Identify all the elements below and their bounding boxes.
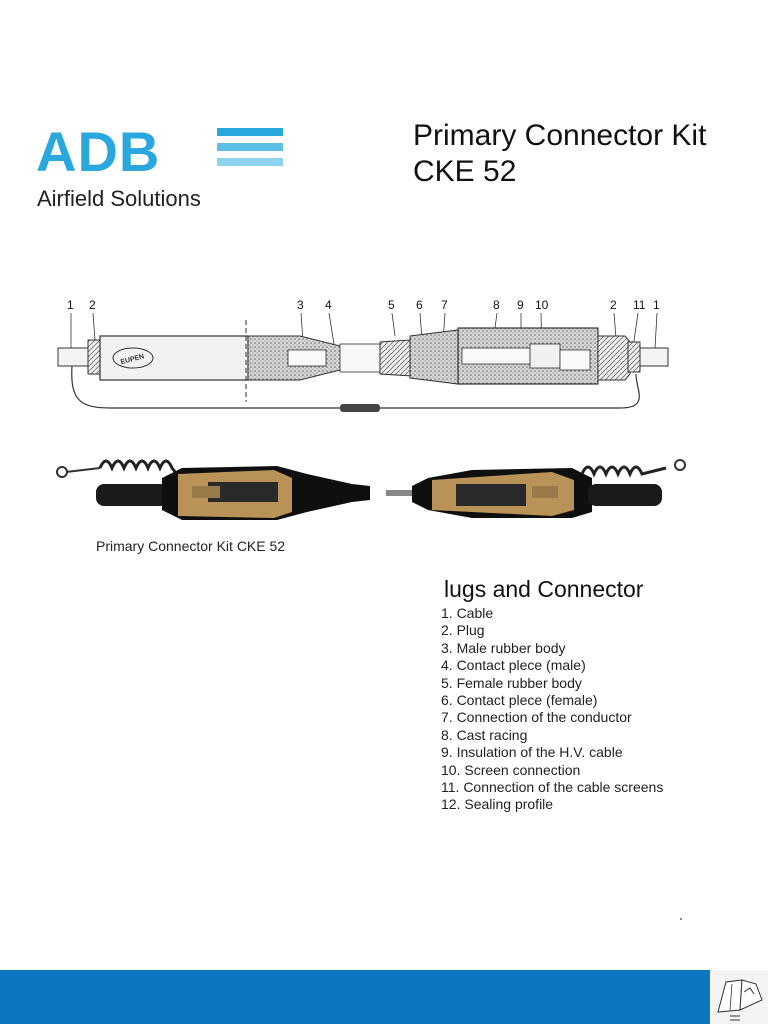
stray-mark <box>680 918 682 920</box>
legend-item: 1. Cable <box>441 605 494 621</box>
callout-label: 3 <box>297 298 304 312</box>
logo-subtitle: Airfield Solutions <box>37 186 201 211</box>
callout-label: 9 <box>517 298 524 312</box>
callout-label: 8 <box>493 298 500 312</box>
eupen-stamp <box>112 347 154 369</box>
legend-title: lugs and Connector <box>444 576 644 602</box>
legend-item: 5. Female rubber body <box>441 674 582 691</box>
legend-item: 2. Plug <box>441 622 485 639</box>
legend-item: 7. Connection of the conductor <box>441 709 632 726</box>
footer <box>0 970 768 1024</box>
legend-item: 4. Contact plece (male) <box>441 657 586 674</box>
callout-label: 6 <box>416 298 423 312</box>
callout-label: 11 <box>633 298 646 312</box>
title-line-2: CKE 52 <box>413 155 517 188</box>
legend-item: 12. Sealing profile <box>441 796 554 813</box>
legend-item: 8. Cast racing <box>441 726 528 743</box>
callout-label: 2 <box>89 298 96 312</box>
page-title: Primary Connector Kit CKE 52 <box>413 118 706 190</box>
callout-label: 1 <box>67 298 74 312</box>
legend-item: 10. Screen connection <box>441 761 581 778</box>
legend-item: 3. Male rubber body <box>441 639 566 656</box>
callout-label: 2 <box>610 298 617 312</box>
callout-label: 1 <box>653 298 660 312</box>
title-line-1: Primary Connector Kit <box>413 119 707 152</box>
logo-bars <box>217 128 283 176</box>
adb-logo: ADB Airfield Solutions <box>36 120 283 214</box>
footer-bar <box>0 970 710 1024</box>
connector-photo <box>56 459 686 520</box>
female-connector-photo <box>386 459 686 518</box>
logo-mark: ADB <box>36 120 161 183</box>
connector-cross-section-diagram: 1 2 3 4 5 6 7 8 9 10 2 11 1 EUPEN <box>57 298 669 412</box>
legend-item: 11. Connection of the cable screens <box>441 779 664 796</box>
figure-caption: Primary Connector Kit CKE 52 <box>96 538 286 554</box>
legend-item: 6. Contact plece (female) <box>441 692 598 709</box>
male-connector-photo <box>56 459 370 520</box>
document-icon[interactable] <box>710 970 768 1024</box>
legend-list: 1. Cable 2. Plug 3. Male rubber body 4. … <box>441 605 663 814</box>
legend-item: 9. Insulation of the H.V. cable <box>441 744 623 761</box>
callout-label: 4 <box>325 298 332 312</box>
callout-label: 7 <box>441 298 448 312</box>
callout-label: 10 <box>535 298 549 312</box>
callout-label: 5 <box>388 298 395 312</box>
